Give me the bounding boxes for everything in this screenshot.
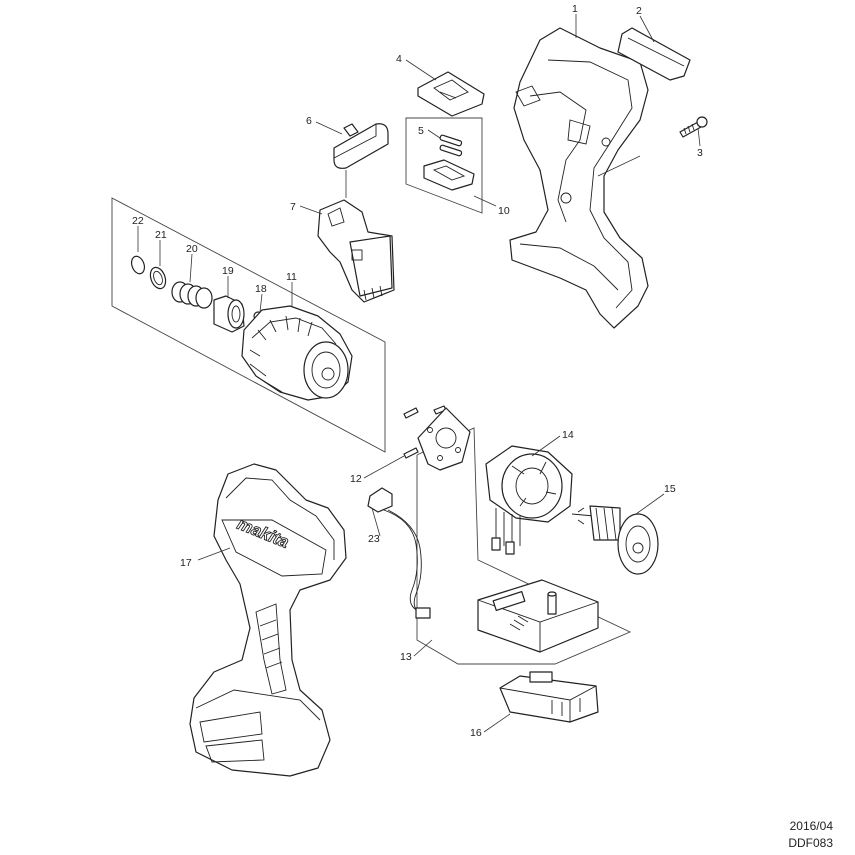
leader-lines	[137, 14, 701, 733]
model-number: DDF083	[788, 836, 833, 850]
switch-parts-frame	[405, 117, 483, 214]
sleeve-part-19	[213, 295, 245, 333]
callout-2: 2	[636, 5, 642, 17]
callout-22: 22	[132, 215, 144, 227]
callout-18: 18	[255, 283, 267, 295]
sensor-plate-part-13	[417, 407, 471, 471]
callout-1: 1	[572, 3, 578, 15]
switch-part-7	[317, 199, 395, 303]
callout-23: 23	[368, 533, 380, 545]
callout-20: 20	[186, 243, 198, 255]
nameplate-part-2	[617, 27, 691, 81]
controller-frame	[416, 427, 632, 665]
pins-part-5	[439, 134, 463, 157]
callout-7: 7	[290, 201, 296, 213]
callout-6: 6	[306, 115, 312, 127]
callout-17: 17	[180, 557, 192, 569]
gear-assembly-part-11	[241, 305, 353, 401]
pad-part-6	[333, 123, 389, 169]
callout-14: 14	[562, 429, 574, 441]
callout-10: 10	[498, 205, 510, 217]
callout-12: 12	[350, 473, 362, 485]
slide-plate-part-10	[423, 159, 475, 191]
callout-16: 16	[470, 727, 482, 739]
gear-assembly-frame	[111, 197, 386, 453]
callout-15: 15	[664, 483, 676, 495]
controller-board	[477, 579, 599, 653]
screws-part-12	[403, 405, 447, 459]
callout-3: 3	[697, 147, 703, 159]
housing-part-17: makita	[189, 463, 347, 777]
screw-part-3	[679, 116, 708, 138]
rotor-part-15	[571, 505, 659, 575]
terminal-part-16	[499, 671, 599, 723]
callout-5: 5	[418, 125, 424, 137]
callout-labels: 1 2 3 4 5 6 7 10 11 12 13 14 15 16 17 18…	[132, 3, 703, 739]
callout-11: 11	[286, 271, 297, 283]
ring-part-21	[149, 266, 167, 290]
callout-13: 13	[400, 651, 412, 663]
callout-4: 4	[396, 53, 402, 65]
cable-part-23	[367, 487, 431, 619]
stator-part-14	[485, 445, 573, 555]
callout-19: 19	[222, 265, 234, 277]
retaining-ring-part-22	[130, 255, 146, 275]
callout-21: 21	[155, 229, 167, 241]
spring-part-20	[171, 281, 213, 309]
diagram-date: 2016/04	[789, 819, 833, 833]
switch-lever-part-4	[417, 71, 485, 117]
housing-half-part-1	[509, 27, 649, 329]
